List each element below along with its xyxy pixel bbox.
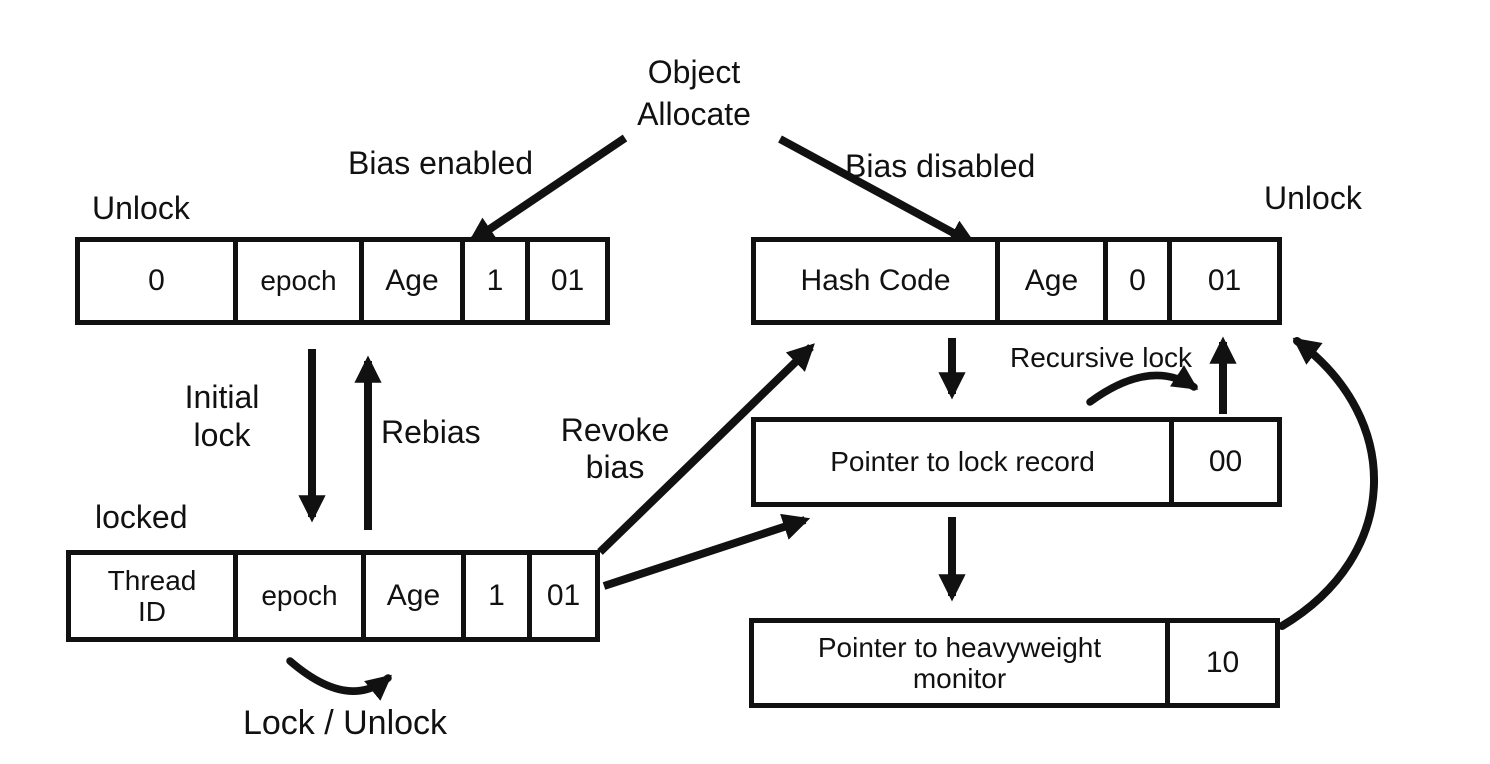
arrow-allocate-to-unbiased — [778, 135, 977, 247]
mark-word-biased-unlocked: 0 epoch Age 1 01 — [75, 237, 610, 325]
lock-unlock-label: Lock / Unlock — [242, 704, 448, 742]
cell-lock-bits: 01 — [525, 242, 605, 320]
recursive-lock-label: Recursive lock — [1010, 342, 1193, 373]
cell-biased-flag: 1 — [460, 242, 525, 320]
bias-disabled-label: Bias disabled — [845, 148, 1036, 184]
cell-biased-flag: 1 — [461, 555, 527, 637]
cell-lock-bits: 10 — [1165, 623, 1275, 703]
cell-monitor-pointer: Pointer to heavyweight monitor — [817, 631, 1102, 694]
cell-bias-value: 0 — [148, 264, 165, 298]
arrow-recursive-lock — [1086, 365, 1199, 406]
unlock-right-label: Unlock — [1264, 180, 1362, 216]
revoke-bias-label: Revoke bias — [560, 412, 670, 485]
mark-word-lightweight-locked: Pointer to lock record 00 — [751, 417, 1282, 507]
object-allocate-label: Object Allocate — [637, 54, 751, 132]
cell-lock-bits: 01 — [1167, 242, 1277, 320]
arrow-allocate-to-biased — [467, 134, 628, 245]
cell-age: Age — [995, 242, 1103, 320]
arrow-revoke-bias-to-lockrecord — [602, 513, 811, 590]
initial-lock-label: Initial lock — [184, 379, 260, 453]
bias-enabled-label: Bias enabled — [348, 145, 534, 181]
arrow-lock-unlock — [286, 657, 392, 701]
arrow-revoke-bias-to-hashcode — [597, 343, 815, 555]
arrow-heavyweight-unlock — [1278, 337, 1379, 630]
unlock-left-label: Unlock — [92, 190, 190, 226]
cell-biased-flag: 0 — [1103, 242, 1167, 320]
cell-hash-code: Hash Code — [800, 264, 951, 298]
mark-word-biased-locked: Thread ID epoch Age 1 01 — [66, 550, 600, 642]
cell-age: Age — [361, 555, 461, 637]
cell-thread-id: Thread ID — [107, 564, 197, 627]
cell-epoch: epoch — [233, 555, 361, 637]
rebias-label: Rebias — [381, 414, 481, 450]
cell-lock-record-pointer: Pointer to lock record — [830, 446, 1095, 478]
mark-word-heavyweight-locked: Pointer to heavyweight monitor 10 — [749, 618, 1280, 708]
cell-age: Age — [359, 242, 460, 320]
locked-label: locked — [95, 499, 188, 535]
cell-epoch: epoch — [233, 242, 359, 320]
cell-lock-bits: 01 — [527, 555, 595, 637]
cell-lock-bits: 00 — [1169, 422, 1277, 502]
mark-word-unbiased-unlocked: Hash Code Age 0 01 — [751, 237, 1282, 325]
